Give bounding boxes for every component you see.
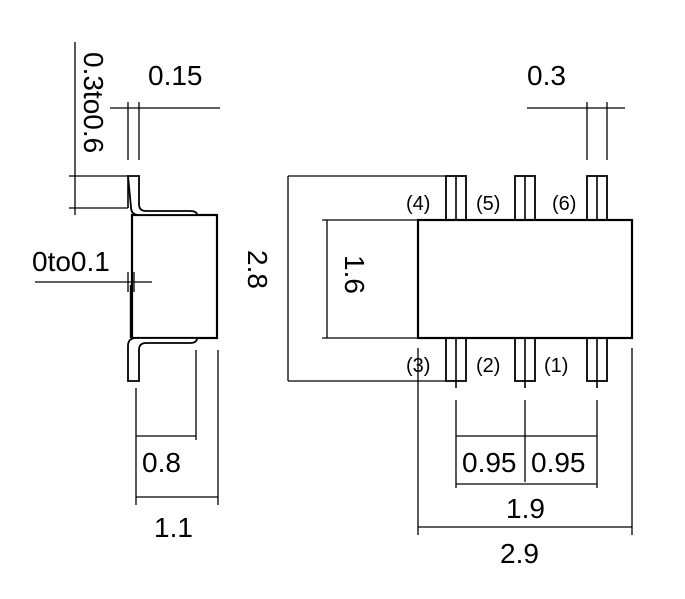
dim-standoff-label: 0to0.1 <box>32 246 110 277</box>
pin-label-5: (5) <box>476 193 500 215</box>
side-view: 0.3to0.6 0.15 0to0.1 0.8 1.1 <box>32 42 220 543</box>
dim-lead-height-label: 0.3to0.6 <box>78 52 109 153</box>
pin-label-6: (6) <box>552 193 576 215</box>
pin-label-1: (1) <box>544 355 568 377</box>
dim-overall-height-label: 2.8 <box>242 250 273 289</box>
side-lead-bottom <box>127 337 198 382</box>
pin-label-2: (2) <box>476 355 500 377</box>
dim-lead-width-label: 0.3 <box>527 60 566 91</box>
dim-pin-span-label: 1.9 <box>506 493 545 524</box>
dim-lead-thickness-label: 0.15 <box>148 60 203 91</box>
side-body <box>130 213 219 340</box>
dim-overall-width-label: 1.1 <box>154 512 193 543</box>
dim-body-width-label: 0.8 <box>142 447 181 478</box>
pin-label-4: (4) <box>406 193 430 215</box>
top-body <box>416 218 634 340</box>
dim-pitch-right-label: 0.95 <box>531 447 586 478</box>
top-view: (4) (5) (6) (3) (2) (1) 0.3 2.8 1.6 0.95… <box>242 60 634 569</box>
top-leads-upper <box>445 175 608 223</box>
dim-body-length-label: 2.9 <box>500 538 539 569</box>
top-leads-lower <box>445 336 608 388</box>
side-lead-top <box>127 175 198 216</box>
dim-pitch-left-label: 0.95 <box>462 447 517 478</box>
dim-body-height-label: 1.6 <box>339 255 370 294</box>
